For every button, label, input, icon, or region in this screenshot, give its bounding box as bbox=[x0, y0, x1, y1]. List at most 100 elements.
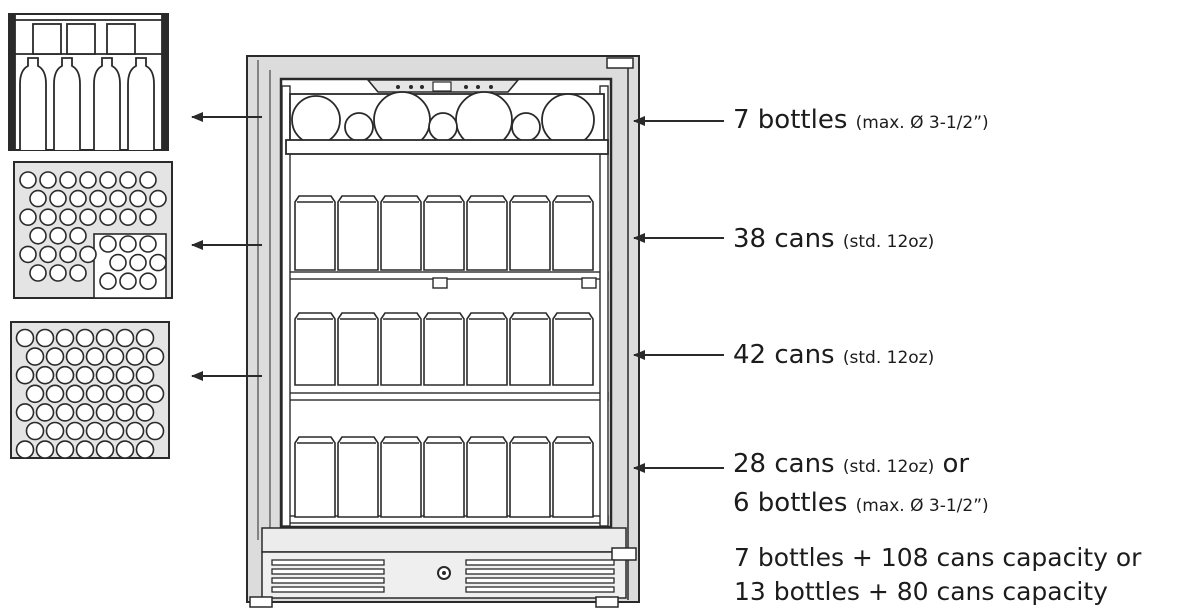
bottle-neck bbox=[511, 112, 541, 142]
bottle-rack-thumbnail bbox=[8, 13, 169, 151]
can-top-icon bbox=[89, 189, 107, 208]
can-top-icon bbox=[55, 365, 75, 385]
can-top-icon bbox=[75, 440, 95, 459]
control-buttons bbox=[396, 85, 493, 89]
bottle-icon bbox=[19, 57, 47, 150]
can bbox=[380, 436, 422, 518]
vent-slat bbox=[465, 586, 615, 593]
can-top-icon bbox=[95, 365, 115, 385]
can-top-icon bbox=[35, 328, 55, 348]
can-top-icon bbox=[139, 208, 157, 226]
can bbox=[337, 436, 379, 518]
can-top-icon bbox=[59, 208, 77, 226]
can-top-icon bbox=[79, 208, 97, 226]
can-top-icon bbox=[39, 171, 57, 189]
capacity-summary-line-1: 7 bottles + 108 cans capacity or bbox=[734, 543, 1142, 572]
bottle-neck bbox=[344, 112, 374, 142]
side-rail bbox=[281, 85, 291, 527]
can-top-icon bbox=[69, 189, 87, 208]
can-top-icon bbox=[135, 440, 155, 459]
can-top-icon bbox=[15, 440, 35, 459]
can-top-icon bbox=[75, 328, 95, 348]
can-top-icon bbox=[55, 328, 75, 348]
can-top-icon bbox=[129, 189, 147, 208]
callout-shelf-3: 42 cans (std. 12oz) bbox=[733, 340, 934, 373]
callout-shelf-3-main: 42 cans bbox=[733, 340, 835, 370]
bottom-frame bbox=[261, 527, 627, 553]
temperature-display bbox=[432, 81, 452, 92]
vent-slat bbox=[465, 559, 615, 566]
bottle-shelf bbox=[285, 139, 609, 155]
can-top-icon bbox=[135, 328, 155, 348]
callout-shelf-1-main: 7 bottles bbox=[733, 105, 848, 135]
can-top-icon bbox=[65, 421, 85, 441]
can-top-icon bbox=[75, 365, 95, 385]
can-top-icon bbox=[145, 347, 165, 366]
can bbox=[294, 195, 336, 271]
callout-shelf-1-note: (max. Ø 3-1/2”) bbox=[855, 113, 989, 133]
vent-grille-left bbox=[271, 559, 385, 593]
can bbox=[294, 312, 336, 386]
can-top-icon bbox=[85, 384, 105, 404]
can bbox=[509, 312, 551, 386]
can-top-icon bbox=[119, 235, 137, 253]
can-top-icon bbox=[95, 440, 115, 459]
can-top-icon bbox=[109, 189, 127, 208]
can-top-icon bbox=[125, 384, 145, 404]
bottle-end bbox=[291, 95, 341, 145]
can-top-icon bbox=[85, 421, 105, 441]
shelf-clip bbox=[432, 277, 448, 289]
vent-slat bbox=[271, 586, 385, 593]
can-top-icon bbox=[75, 403, 95, 422]
capacity-summary-line-2: 13 bottles + 80 cans capacity bbox=[734, 577, 1108, 606]
can-top-icon bbox=[45, 421, 65, 441]
can-rack-thumbnail-38 bbox=[13, 161, 173, 299]
can-top-icon bbox=[139, 235, 157, 253]
callout-shelf-4-main-alt: 6 bottles bbox=[733, 488, 848, 518]
can-top-icon bbox=[119, 208, 137, 226]
can bbox=[466, 312, 508, 386]
can-top-icon bbox=[65, 347, 85, 366]
vent-slat bbox=[465, 577, 615, 584]
can-top-icon bbox=[95, 403, 115, 422]
can-top-icon bbox=[115, 328, 135, 348]
can bbox=[294, 436, 336, 518]
can-top-icon bbox=[99, 171, 117, 189]
bottle-top bbox=[66, 23, 96, 55]
can bbox=[423, 195, 465, 271]
can-top-icon bbox=[125, 421, 145, 441]
vent-slat bbox=[271, 577, 385, 584]
can-top-icon bbox=[45, 347, 65, 366]
can bbox=[466, 436, 508, 518]
can-top-icon bbox=[149, 253, 167, 272]
control-button-icon bbox=[409, 85, 413, 89]
can bbox=[423, 436, 465, 518]
control-button-icon bbox=[489, 85, 493, 89]
can-top-icon bbox=[135, 403, 155, 422]
can-top-icon bbox=[25, 384, 45, 404]
control-button-icon bbox=[464, 85, 468, 89]
can-top-icon bbox=[135, 365, 155, 385]
can-top-icon bbox=[125, 347, 145, 366]
can bbox=[337, 312, 379, 386]
bottle-top bbox=[106, 23, 136, 55]
can-top-icon bbox=[45, 384, 65, 404]
can-top-icon bbox=[49, 227, 67, 245]
callout-shelf-2: 38 cans (std. 12oz) bbox=[733, 224, 934, 257]
can-top-icon bbox=[69, 264, 87, 282]
can-top-icon bbox=[105, 421, 125, 441]
control-button-icon bbox=[420, 85, 424, 89]
can-top-icon bbox=[139, 171, 157, 189]
side-rail bbox=[599, 85, 609, 527]
can bbox=[380, 312, 422, 386]
can-top-icon bbox=[19, 208, 37, 226]
can-top-icon bbox=[25, 347, 45, 366]
bottle-icon bbox=[53, 57, 81, 150]
can-top-icon bbox=[139, 272, 157, 291]
can-top-icon bbox=[35, 403, 55, 422]
can-top-icon bbox=[95, 328, 115, 348]
bottle-end bbox=[541, 93, 595, 147]
can-top-icon bbox=[65, 384, 85, 404]
can-top-icon bbox=[99, 272, 117, 291]
